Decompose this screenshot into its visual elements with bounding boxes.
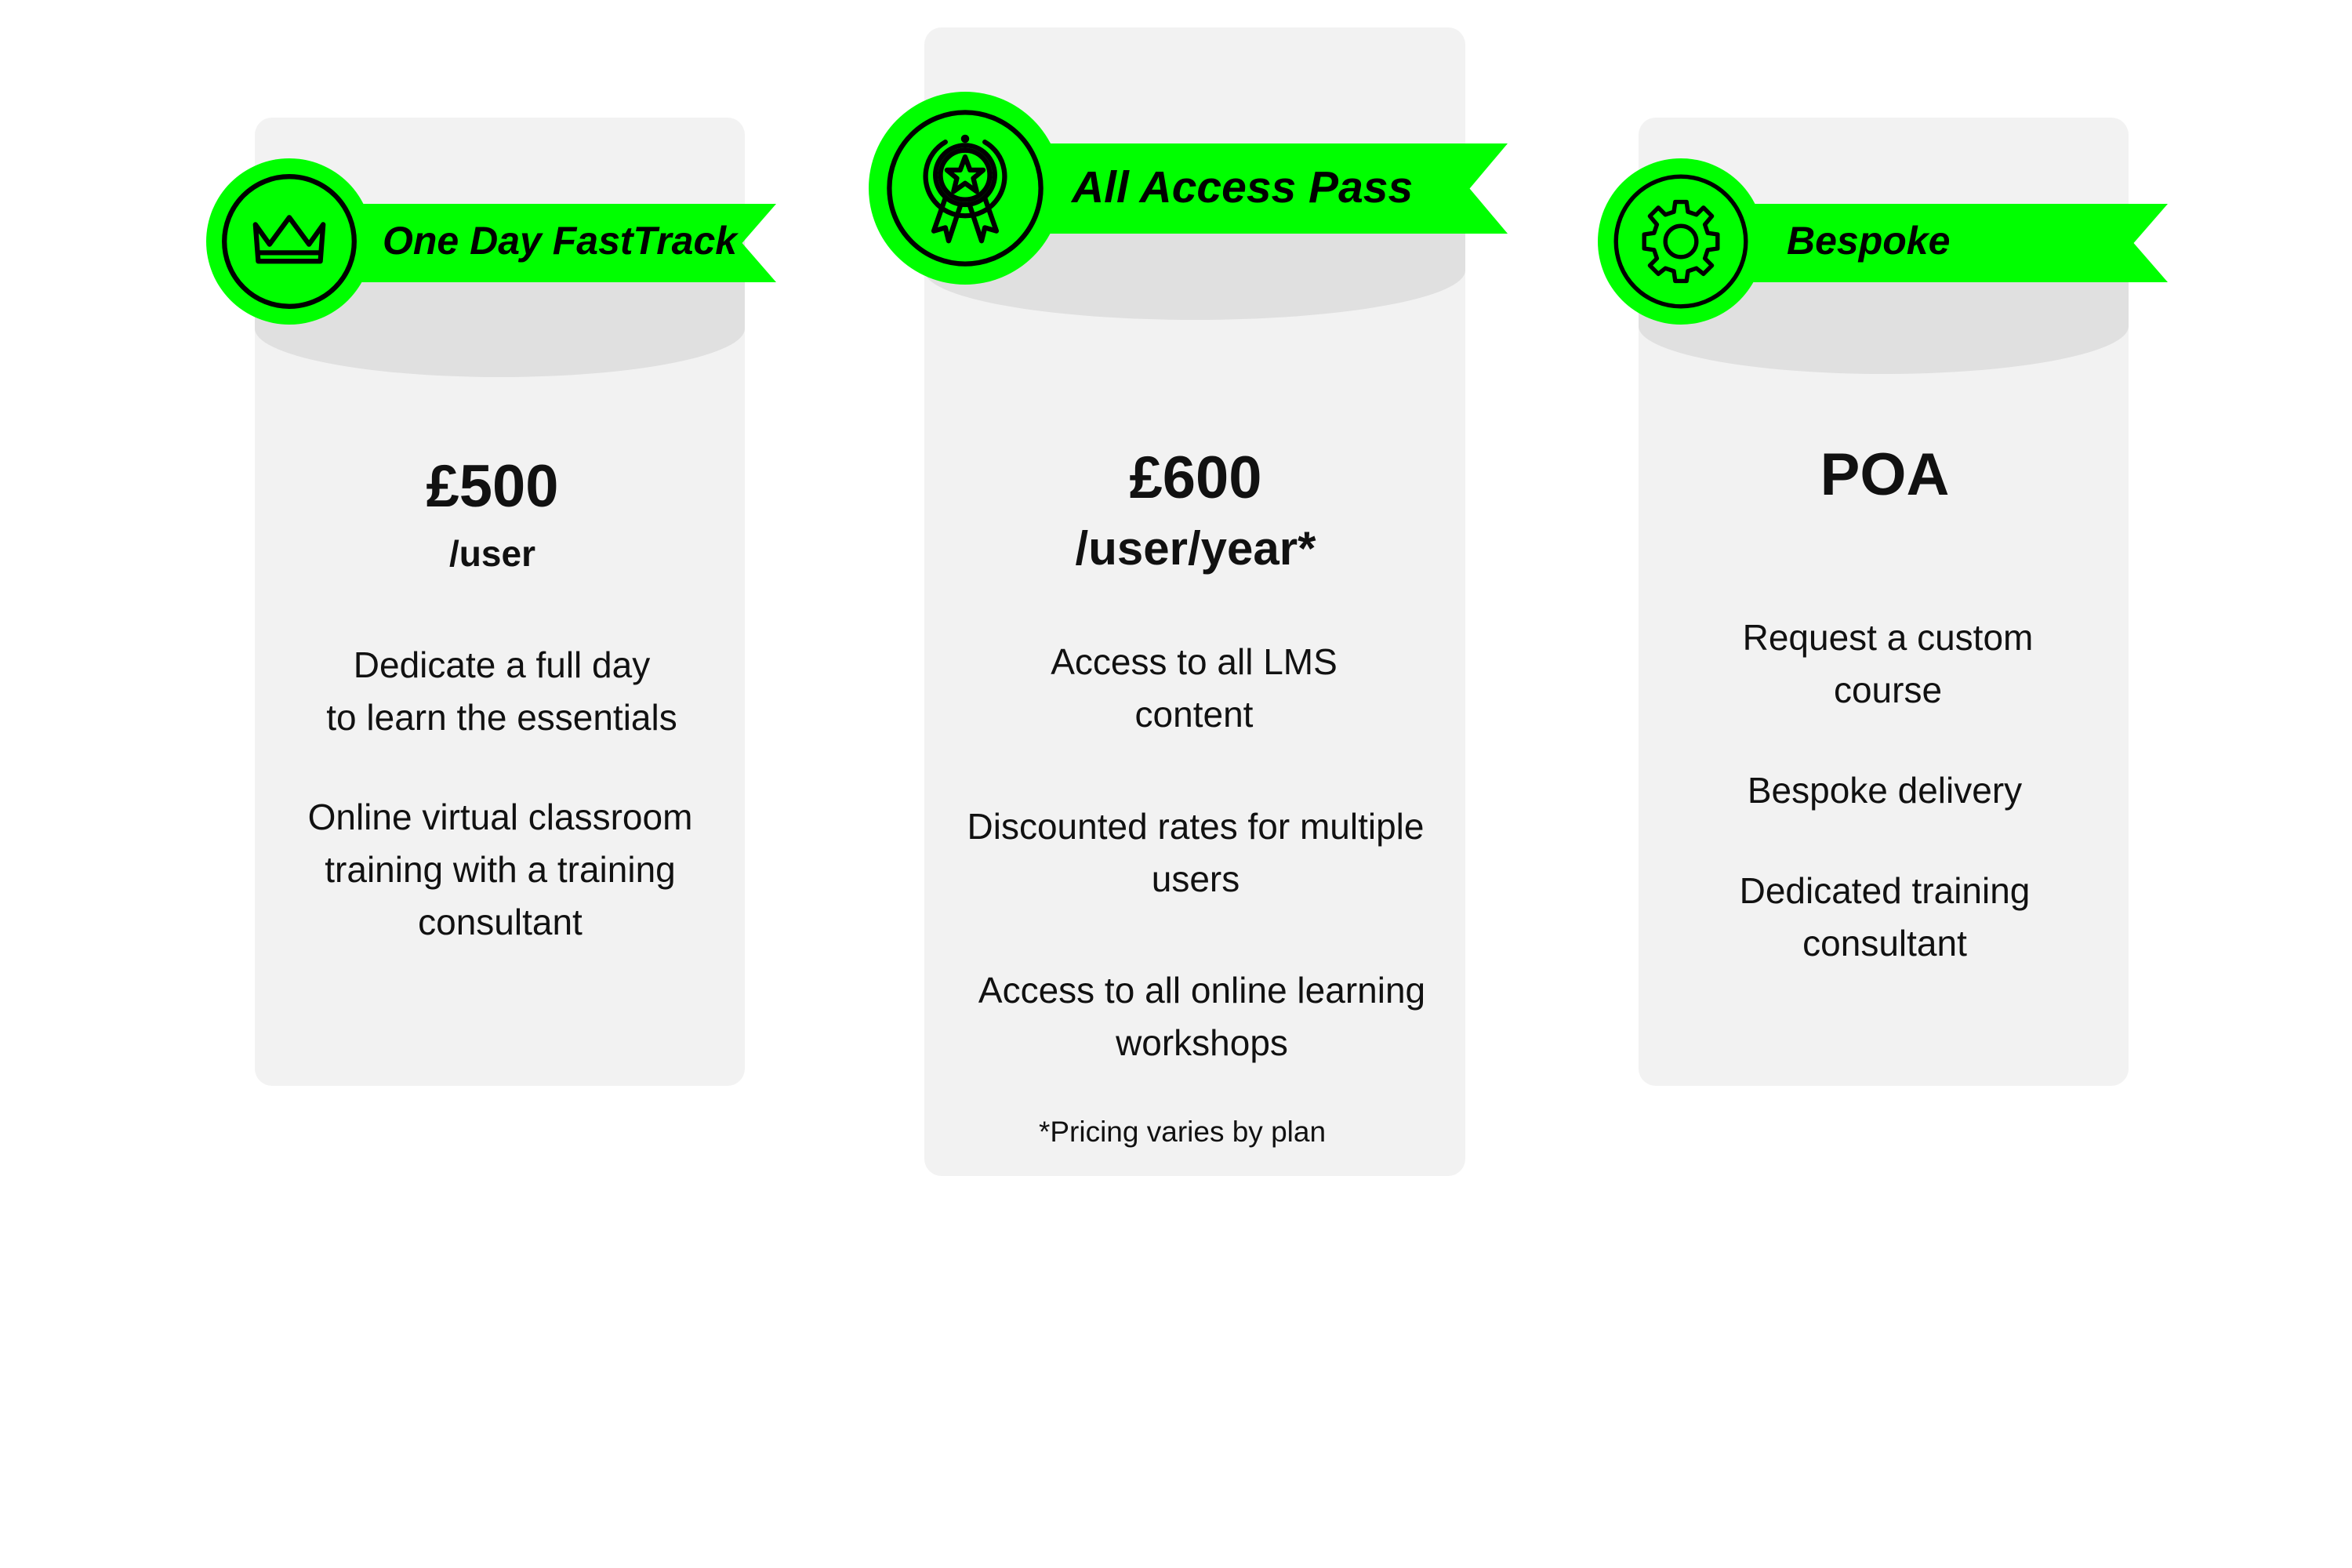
feature-line: training with a training	[325, 849, 676, 890]
plan-feature: Access to all online learning workshops	[978, 964, 1425, 1069]
plan-feature: Discounted rates for multiple users	[967, 800, 1425, 906]
gear-icon	[1613, 174, 1748, 309]
feature-line: Access to all LMS	[1051, 641, 1338, 682]
pricing-footnote: *Pricing varies by plan	[1038, 1116, 1327, 1148]
plan-name: One Day FastTrack	[383, 219, 738, 263]
plan-unit: /user	[449, 533, 535, 574]
plan-badge	[869, 92, 1062, 285]
plan-badge	[206, 158, 372, 325]
feature-line: Dedicate a full day	[353, 644, 651, 685]
feature-line: content	[1134, 694, 1254, 735]
feature-line: Dedicated training	[1739, 870, 2031, 911]
feature-line: consultant	[418, 902, 583, 942]
plan-feature: Dedicated training consultant	[1740, 865, 2031, 970]
plan-name: All Access Pass	[1072, 162, 1414, 212]
plan-feature: Online virtual classroom training with a…	[308, 791, 693, 949]
feature-line: consultant	[1802, 923, 1967, 964]
plan-unit: /user/year*	[1075, 522, 1316, 575]
feature-line: Request a custom	[1742, 617, 2034, 658]
feature-line: users	[1151, 858, 1240, 899]
plan-feature: Access to all LMS content	[1051, 636, 1338, 741]
plan-name: Bespoke	[1787, 219, 1951, 263]
plan-feature: Bespoke delivery	[1748, 764, 2022, 817]
plan-price: POA	[1820, 441, 1950, 508]
award-medal-icon	[887, 110, 1044, 267]
feature-line: course	[1833, 670, 1943, 710]
plan-price: £600	[1129, 445, 1262, 511]
crown-icon	[222, 174, 357, 309]
plan-feature: Dedicate a full day to learn the essenti…	[326, 639, 677, 744]
plan-badge	[1598, 158, 1764, 325]
plan-price: £500	[426, 453, 559, 520]
feature-line: Access to all online learning	[978, 970, 1426, 1011]
feature-line: Bespoke delivery	[1747, 770, 2023, 811]
feature-line: to learn the essentials	[326, 697, 677, 738]
feature-line: workshops	[1116, 1022, 1288, 1063]
feature-line: Online virtual classroom	[307, 797, 693, 837]
plan-feature: Request a custom course	[1743, 612, 2034, 717]
feature-line: Discounted rates for multiple	[967, 806, 1425, 847]
